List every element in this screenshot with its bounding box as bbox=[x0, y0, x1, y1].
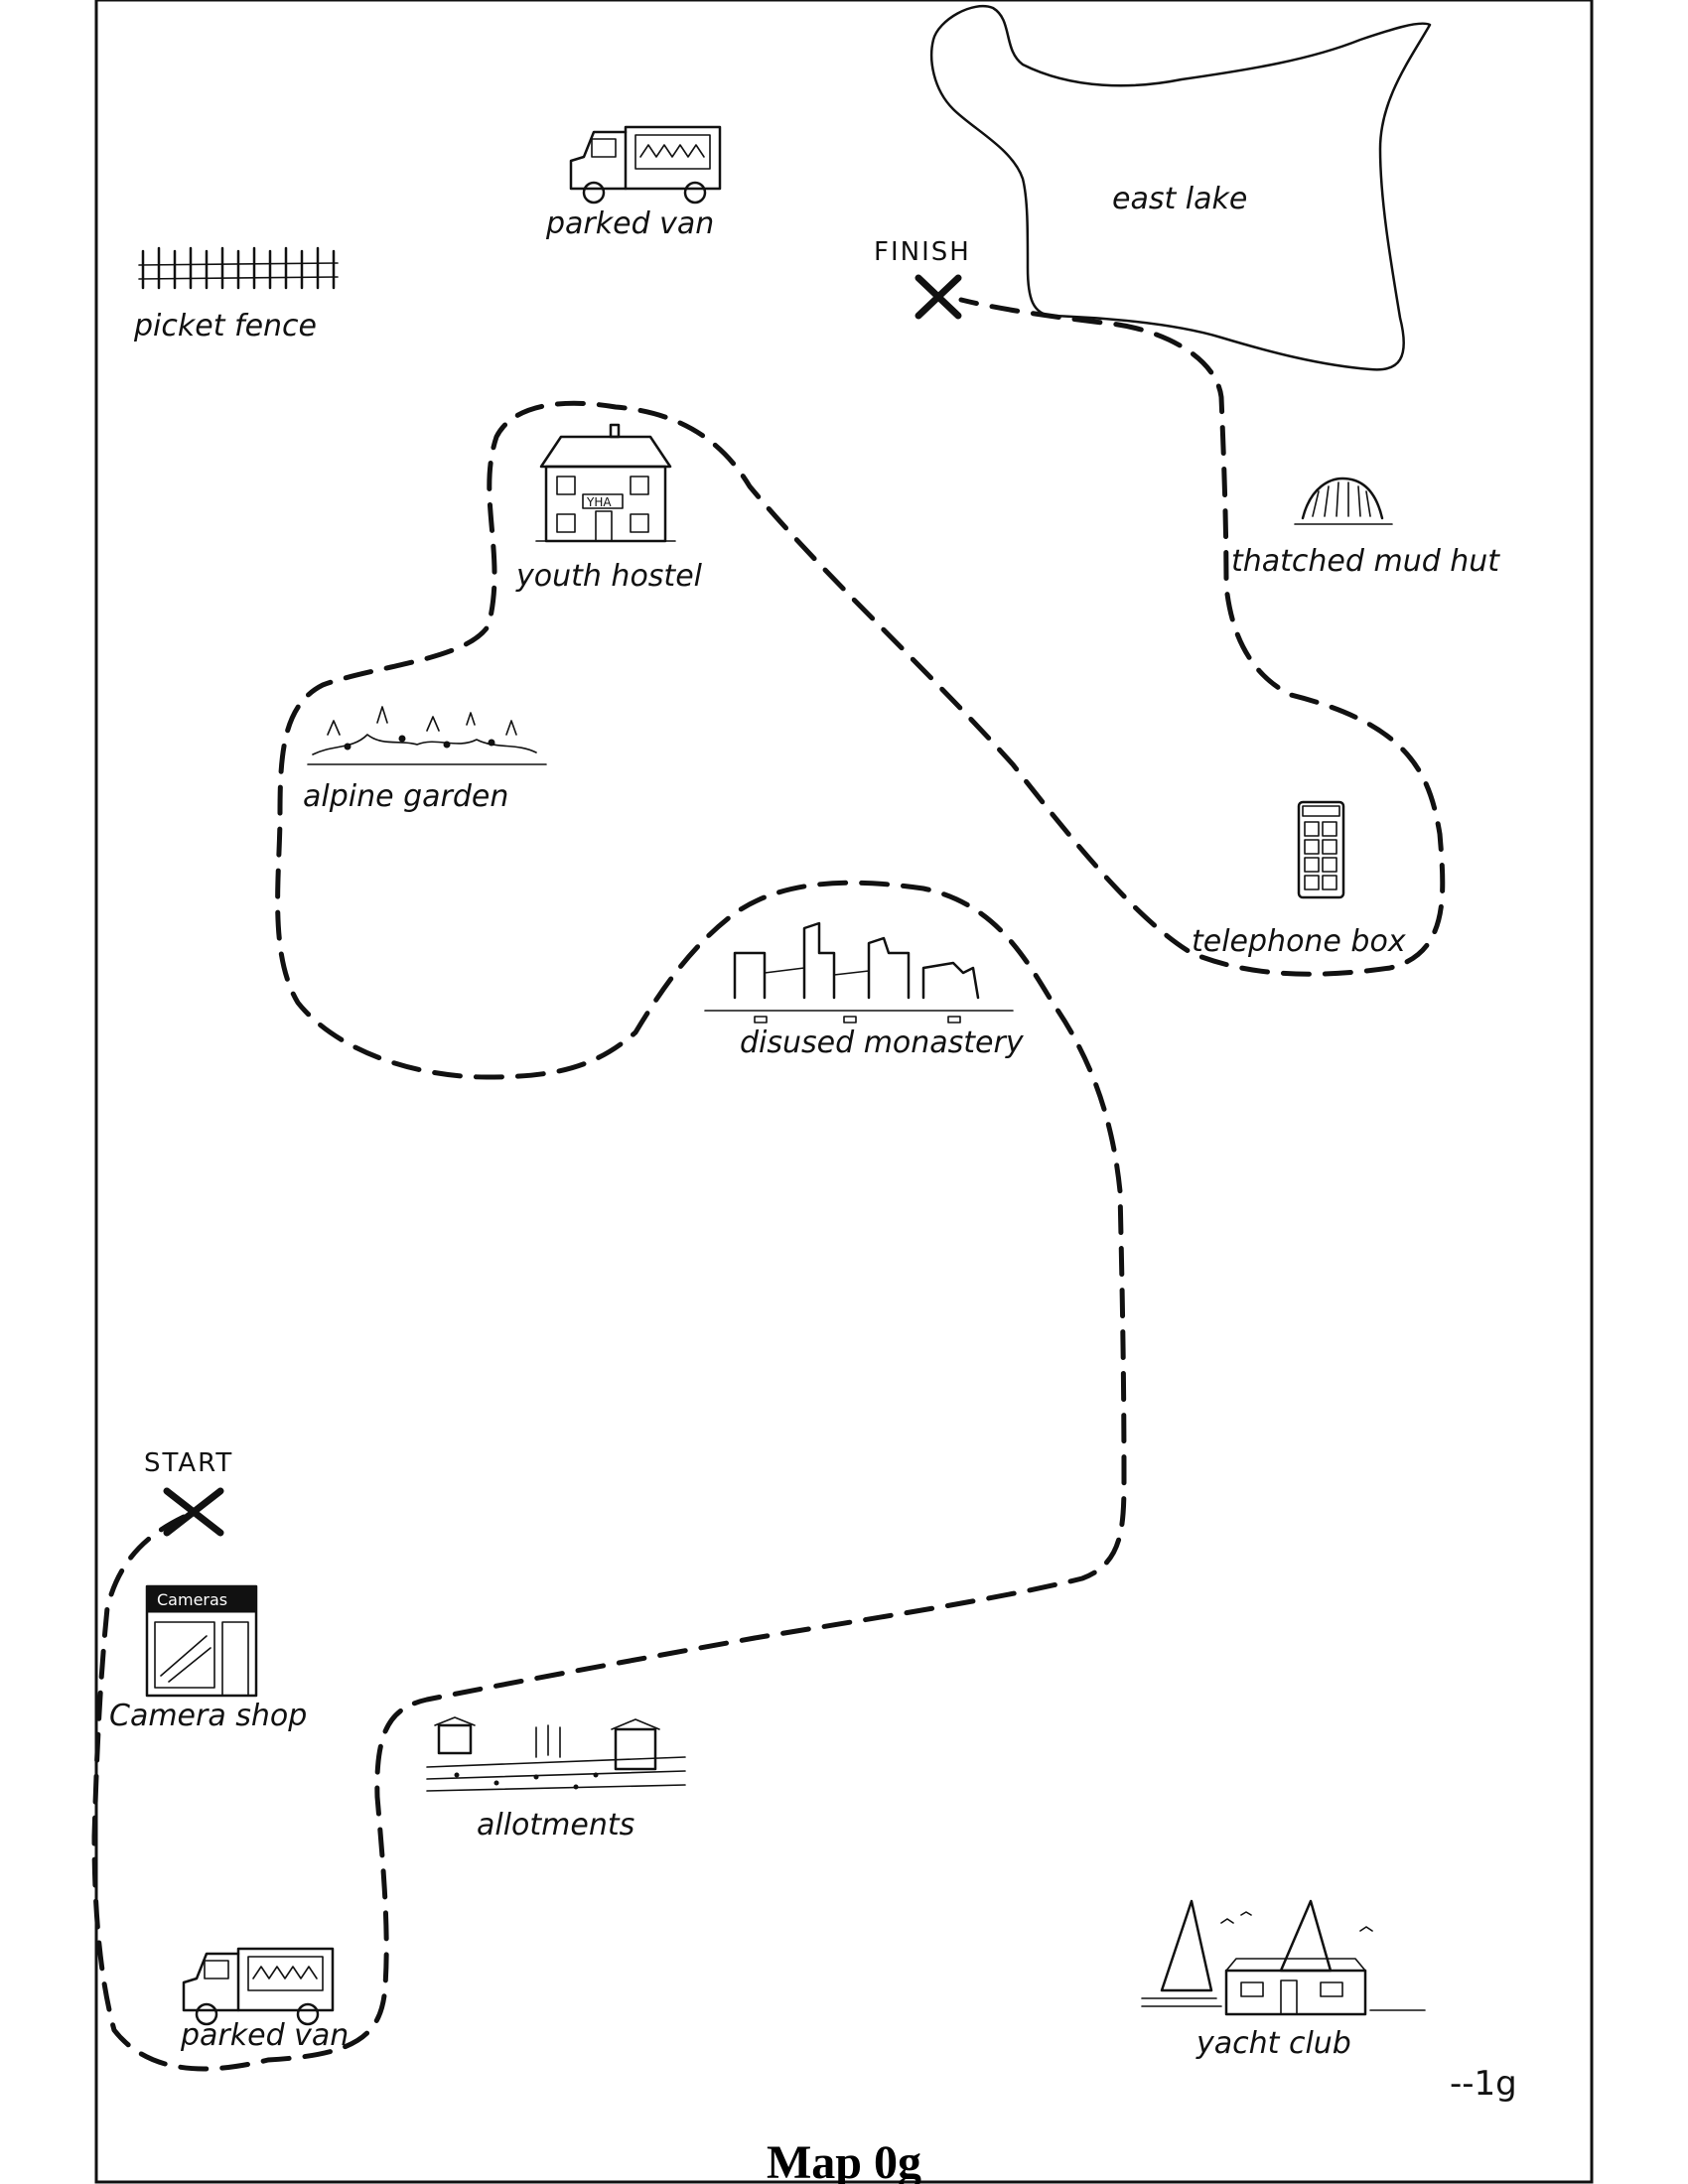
youth-hostel: YHA youth hostel bbox=[515, 423, 703, 594]
van-icon bbox=[182, 1947, 335, 2026]
finish-label: FINISH bbox=[874, 237, 971, 267]
van-icon bbox=[569, 125, 722, 205]
parked-van-top-label: parked van bbox=[545, 206, 714, 241]
thatched-mud-hut-label: thatched mud hut bbox=[1231, 544, 1500, 579]
allotments-label: allotments bbox=[477, 1808, 634, 1843]
youth-hostel-label: youth hostel bbox=[515, 559, 703, 594]
east-lake-label: east lake bbox=[1112, 182, 1247, 216]
parked-van-top: parked van bbox=[545, 125, 722, 241]
alpine-garden: alpine garden bbox=[303, 706, 547, 814]
route-path bbox=[91, 297, 1446, 2072]
parked-van-bottom-label: parked van bbox=[180, 2018, 349, 2053]
camera-shop-label: Camera shop bbox=[109, 1699, 307, 1733]
alpine-garden-icon bbox=[307, 706, 547, 765]
yacht-club-label: yacht club bbox=[1196, 2026, 1351, 2061]
start-marker: START bbox=[144, 1448, 233, 1537]
camera-shop-sign: Cameras bbox=[157, 1590, 227, 1609]
finish-x-icon bbox=[914, 274, 962, 320]
finish-marker: FINISH bbox=[874, 237, 971, 320]
map-title: Map 0g bbox=[767, 2136, 921, 2184]
start-x-icon bbox=[163, 1487, 224, 1537]
telephone-box-icon bbox=[1297, 800, 1345, 899]
hut-icon bbox=[1294, 477, 1393, 525]
alpine-garden-label: alpine garden bbox=[303, 779, 508, 814]
yacht-club-icon bbox=[1141, 1899, 1426, 2016]
hostel-icon: YHA bbox=[535, 423, 676, 543]
allotments-icon bbox=[426, 1716, 686, 1792]
picket-fence: picket fence bbox=[133, 246, 339, 343]
camera-shop-icon: Cameras bbox=[145, 1584, 258, 1698]
page-code: --1g bbox=[1450, 2064, 1517, 2104]
thatched-mud-hut: thatched mud hut bbox=[1231, 477, 1500, 579]
picket-fence-label: picket fence bbox=[133, 309, 317, 343]
hostel-sign: YHA bbox=[586, 495, 612, 509]
disused-monastery-label: disused monastery bbox=[740, 1025, 1025, 1060]
east-lake: east lake bbox=[929, 5, 1432, 371]
telephone-box-label: telephone box bbox=[1192, 924, 1406, 959]
disused-monastery: disused monastery bbox=[704, 921, 1025, 1060]
yacht-club: yacht club bbox=[1141, 1899, 1426, 2061]
camera-shop: Cameras Camera shop bbox=[109, 1584, 307, 1733]
monastery-ruins-icon bbox=[704, 921, 1014, 1024]
parked-van-bottom: parked van bbox=[180, 1947, 349, 2053]
start-label: START bbox=[144, 1448, 233, 1478]
map-border bbox=[94, 0, 1594, 2184]
allotments: allotments bbox=[426, 1716, 686, 1843]
fence-icon bbox=[138, 246, 339, 290]
telephone-box: telephone box bbox=[1192, 800, 1406, 959]
